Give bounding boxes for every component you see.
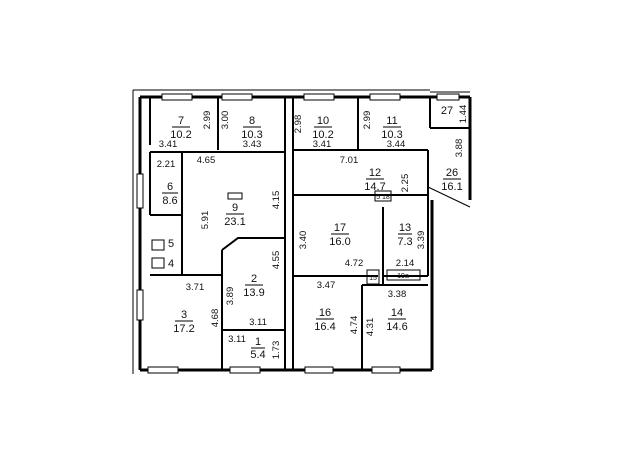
vertical-dimensions: 2.99 3.00 2.98 2.99 1.44 3.88 2.25 5.91 … xyxy=(200,105,469,360)
fixtures xyxy=(151,190,421,285)
room-8-area: 10.3 xyxy=(241,129,262,141)
room-6-number: 6 xyxy=(167,181,173,193)
room-2-number: 2 xyxy=(251,273,257,285)
dim-2-14: 2.14 xyxy=(396,258,415,269)
dim-4-55: 4.55 xyxy=(271,251,282,270)
dim-3-38: 3.38 xyxy=(388,289,407,300)
dim-3-39: 3.39 xyxy=(416,231,427,250)
room-14-area: 14.6 xyxy=(386,321,407,333)
room-16-number: 16 xyxy=(319,307,331,319)
label-5-18: 5 18 xyxy=(376,194,390,201)
room-2-area: 13.9 xyxy=(243,287,264,299)
dim-2-21: 2.21 xyxy=(157,159,176,170)
room-9-area: 23.1 xyxy=(224,216,245,228)
room-7-area: 10.2 xyxy=(170,129,191,141)
tiny-labels: 5 18 19a 15 xyxy=(369,194,409,282)
label-15: 15 xyxy=(369,275,377,282)
room-26-number: 26 xyxy=(446,167,458,179)
small-rect-marker xyxy=(227,192,243,200)
room-11-area: 10.3 xyxy=(381,129,402,141)
room-17-number: 17 xyxy=(334,222,346,234)
dim-7-01: 7.01 xyxy=(340,155,359,166)
dim-4-68: 4.68 xyxy=(210,309,221,328)
horizontal-dimensions: 3.41 4.65 3.43 3.41 7.01 3.44 2.21 2.14 … xyxy=(157,139,415,345)
dim-4-72: 4.72 xyxy=(345,258,364,269)
dim-2-99-a: 2.99 xyxy=(202,111,213,130)
room-9-number: 9 xyxy=(232,202,238,214)
dim-2-25: 2.25 xyxy=(400,174,411,193)
room-6-area: 8.6 xyxy=(162,195,177,207)
room-14-number: 14 xyxy=(391,307,403,319)
dim-3-00: 3.00 xyxy=(220,111,231,130)
room-16-area: 16.4 xyxy=(314,321,335,333)
room-10-area: 10.2 xyxy=(312,129,333,141)
room-5-number: 5 xyxy=(168,238,174,250)
dim-3-41-b: 3.41 xyxy=(313,139,332,150)
room-26-area: 16.1 xyxy=(441,181,462,193)
room-17-area: 16.0 xyxy=(329,236,350,248)
room-3-area: 17.2 xyxy=(173,323,194,335)
room-27-number: 27 xyxy=(441,105,453,117)
shaft-15 xyxy=(366,269,380,285)
dim-1-73: 1.73 xyxy=(271,341,282,360)
dim-3-89: 3.89 xyxy=(225,287,236,306)
sink-icon xyxy=(151,239,165,251)
dim-3-47: 3.47 xyxy=(317,280,336,291)
room-1-number: 1 xyxy=(255,336,261,348)
room-1-area: 5.4 xyxy=(250,349,265,361)
room-3-number: 3 xyxy=(181,309,187,321)
dim-3-71: 3.71 xyxy=(186,282,205,293)
shaft-18 xyxy=(374,190,392,202)
label-19a: 19a xyxy=(397,273,409,280)
room-13-number: 13 xyxy=(399,222,411,234)
dim-4-31: 4.31 xyxy=(365,318,376,337)
room-4-number: 4 xyxy=(168,258,174,270)
dim-3-40: 3.40 xyxy=(298,231,309,250)
shaft-19a xyxy=(386,269,421,281)
room-13-area: 7.3 xyxy=(397,236,412,248)
frame-lines xyxy=(132,89,471,374)
dim-4-15: 4.15 xyxy=(271,191,282,210)
dim-3-44: 3.44 xyxy=(387,139,406,150)
dim-3-88: 3.88 xyxy=(454,139,465,158)
dim-5-91: 5.91 xyxy=(200,211,211,230)
windows xyxy=(136,93,460,374)
room-12-number: 12 xyxy=(369,167,381,179)
room-labels: 7 10.2 8 10.3 10 10.2 11 10.3 27 26 16.1… xyxy=(162,105,463,361)
dim-3-11-b: 3.11 xyxy=(228,334,246,345)
room-12-area: 14.7 xyxy=(364,181,385,193)
dim-3-41-a: 3.41 xyxy=(159,139,178,150)
dim-3-11-a: 3.11 xyxy=(249,317,267,328)
room-8-number: 8 xyxy=(249,115,255,127)
dim-4-65: 4.65 xyxy=(197,155,216,166)
dim-2-98: 2.98 xyxy=(293,115,304,134)
room-10-number: 10 xyxy=(317,115,329,127)
dim-1-44: 1.44 xyxy=(458,105,469,124)
dim-4-74: 4.74 xyxy=(349,316,360,335)
dim-3-43: 3.43 xyxy=(243,139,262,150)
dim-2-99-b: 2.99 xyxy=(362,111,373,130)
room-7-number: 7 xyxy=(178,115,184,127)
toilet-icon xyxy=(151,257,165,269)
interior-walls xyxy=(149,97,470,370)
room-11-number: 11 xyxy=(386,115,397,127)
